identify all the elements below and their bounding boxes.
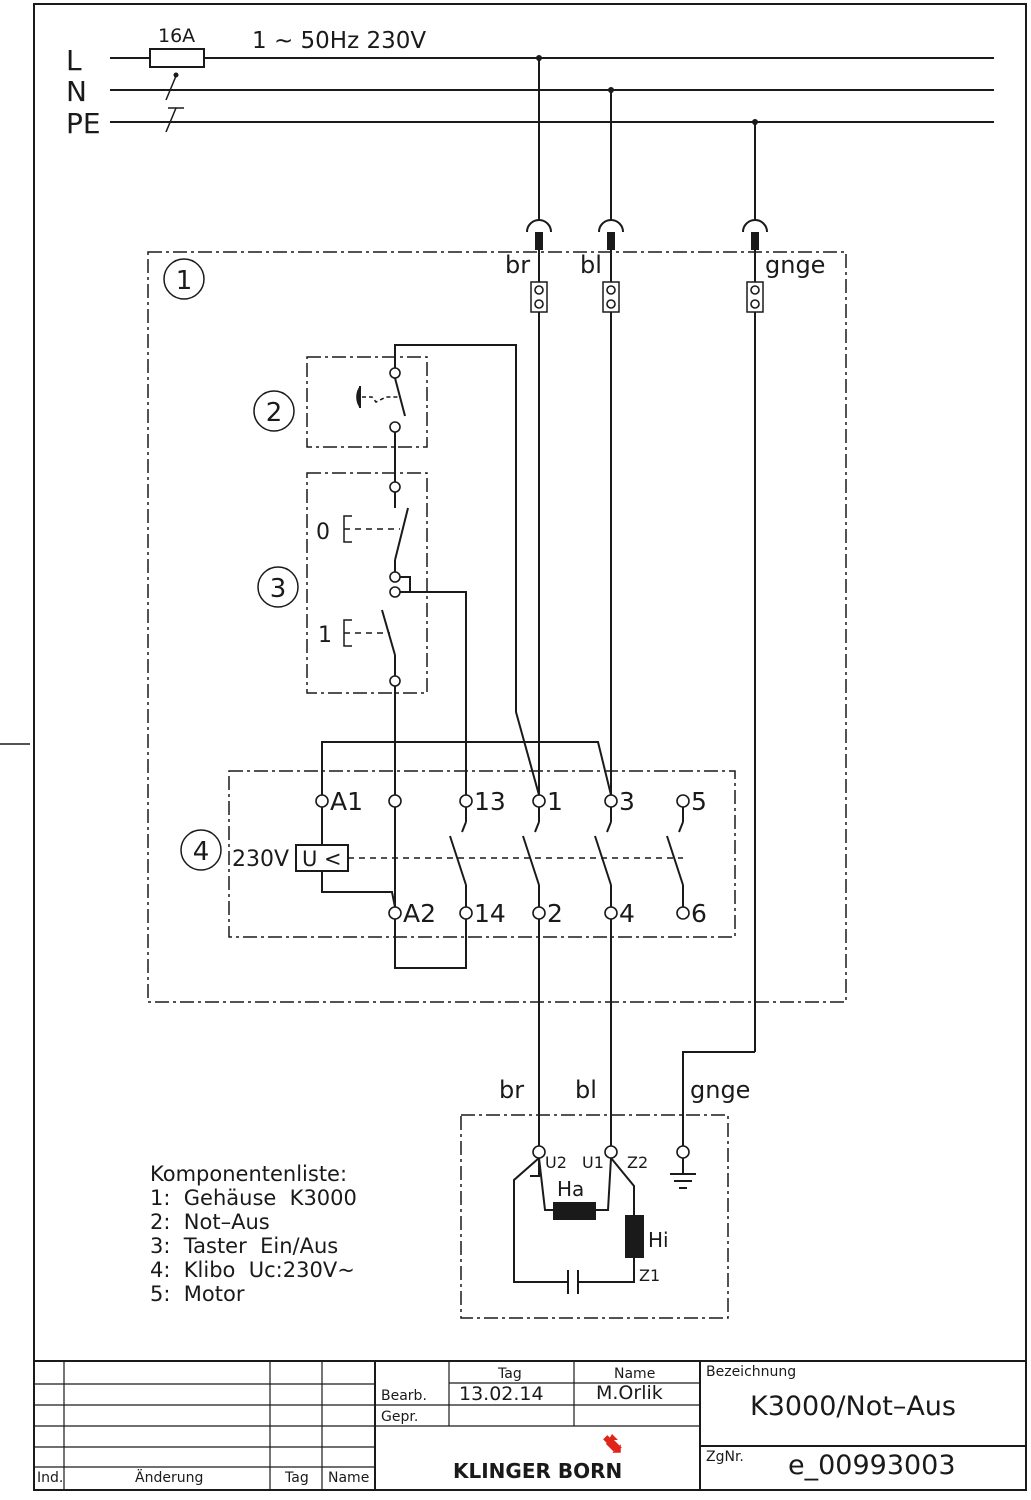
- wire-bottom-gnge: gnge: [690, 1076, 750, 1104]
- fuse-rating: 16A: [158, 25, 195, 47]
- tb-col-tag: Tag: [497, 1366, 522, 1382]
- relay-contacts: [449, 807, 684, 907]
- component-list: Komponentenliste: 1: Gehäuse K3000 2: No…: [150, 1162, 357, 1306]
- component-item: 1: Gehäuse K3000: [150, 1186, 357, 1210]
- motor-outline: [460, 1114, 729, 1319]
- term-6: 6: [691, 899, 707, 928]
- module-number-2: 2: [266, 398, 283, 428]
- module-number-3: 3: [270, 574, 287, 604]
- module-2-outline: [306, 356, 428, 448]
- switch-pos-1: 1: [318, 623, 332, 648]
- term-5: 5: [691, 787, 707, 816]
- module-badge-3: [257, 566, 299, 608]
- tb-bezeichnung: K3000/Not–Aus: [750, 1391, 956, 1422]
- tb-col-name: Name: [614, 1366, 655, 1382]
- wire-top-br: br: [505, 251, 530, 279]
- coil-voltage: 230V: [232, 847, 289, 872]
- term-A1: A1: [330, 787, 363, 816]
- module-badge-1: [163, 258, 205, 300]
- module-badge-4: [180, 829, 222, 871]
- wire-bottom-bl: bl: [575, 1076, 597, 1104]
- supply-section: L N PE 16A 1 ∼ 50Hz 230V: [66, 25, 994, 140]
- tb-bearb: Bearb.: [381, 1388, 427, 1404]
- line-label-PE: PE: [66, 107, 101, 140]
- component-item: 4: Klibo Uc:230V~: [150, 1258, 355, 1282]
- motor-Z2: Z2: [627, 1153, 648, 1172]
- term-13: 13: [474, 787, 506, 816]
- module-badge-2: [253, 390, 295, 432]
- component-item: 5: Motor: [150, 1282, 245, 1306]
- motor-Ha: Ha: [557, 1177, 584, 1201]
- brand-arrow-shape-icon: [603, 1435, 621, 1453]
- fuse-symbol: [149, 48, 205, 68]
- tb-foot-name: Name: [328, 1470, 369, 1486]
- motor-U1: U1: [582, 1153, 604, 1172]
- term-A2: A2: [403, 899, 436, 928]
- line-label-L: L: [66, 44, 82, 77]
- motor-Hi: Hi: [648, 1228, 669, 1252]
- main-winding: [553, 1202, 596, 1220]
- line-label-N: N: [66, 75, 87, 108]
- drawing-frame: [33, 3, 1027, 1491]
- tb-author: M.Orlik: [596, 1382, 663, 1404]
- tb-date: 13.02.14: [459, 1383, 544, 1405]
- tb-zgnr: e_00993003: [788, 1450, 956, 1481]
- housing-outline: [147, 251, 847, 1003]
- module-number-1: 1: [176, 266, 193, 296]
- plug-connectors: [526, 219, 768, 250]
- component-list-heading: Komponentenliste:: [150, 1162, 347, 1186]
- aux-winding: [625, 1215, 644, 1258]
- title-block: Ind. Änderung Tag Name Tag Name Bearb. G…: [34, 1360, 1026, 1490]
- tb-aenderung: Änderung: [135, 1468, 203, 1486]
- motor-U2: U2: [545, 1153, 567, 1172]
- coil-symbol: U <: [302, 847, 342, 871]
- wire-bottom-br: br: [499, 1076, 524, 1104]
- supply-spec: 1 ∼ 50Hz 230V: [252, 28, 426, 54]
- module-4-outline: [228, 770, 736, 938]
- wire-top-gnge: gnge: [765, 251, 825, 279]
- tb-gepr: Gepr.: [381, 1409, 418, 1425]
- tb-zgnr-label: ZgNr.: [706, 1449, 744, 1465]
- brand-logo: KLINGER BORN: [453, 1459, 622, 1483]
- module-number-4: 4: [193, 837, 210, 867]
- module-3-outline: [306, 472, 428, 694]
- term-4: 4: [619, 899, 635, 928]
- component-item: 3: Taster Ein/Aus: [150, 1234, 338, 1258]
- component-item: 2: Not–Aus: [150, 1210, 270, 1234]
- tb-foot-tag: Tag: [284, 1470, 309, 1486]
- switch-pos-0: 0: [316, 520, 330, 545]
- wire-top-bl: bl: [580, 251, 602, 279]
- term-3: 3: [619, 787, 635, 816]
- tb-bezeichnung-label: Bezeichnung: [706, 1364, 796, 1380]
- motor-Z1: Z1: [639, 1266, 660, 1285]
- term-1: 1: [547, 787, 563, 816]
- term-14: 14: [474, 899, 506, 928]
- terminal-blocks: [530, 250, 764, 313]
- term-2: 2: [547, 899, 563, 928]
- tb-ind: Ind.: [37, 1470, 63, 1486]
